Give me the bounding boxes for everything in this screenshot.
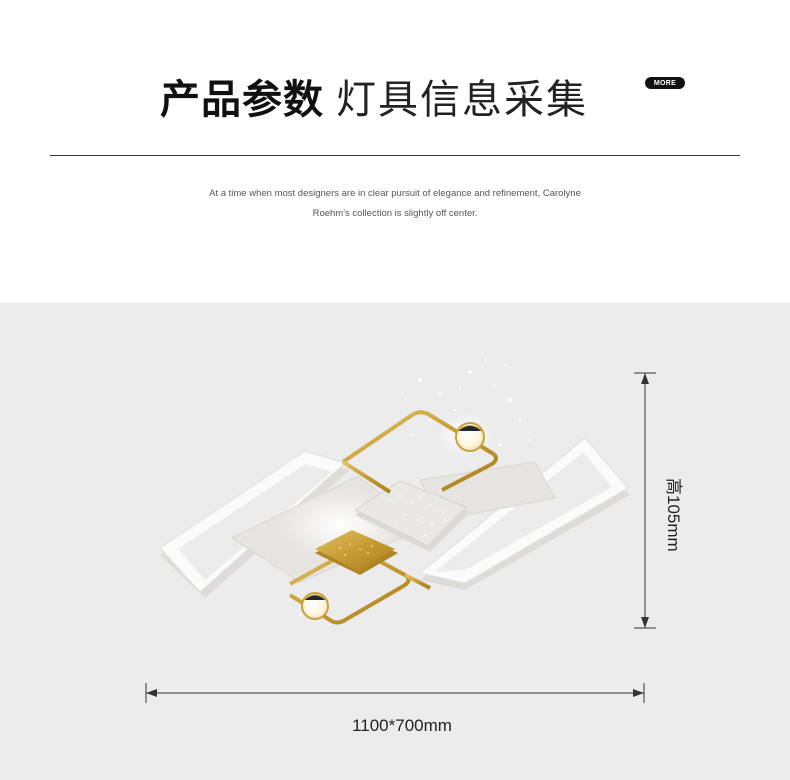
description-line-1: At a time when most designers are in cle…	[209, 188, 581, 199]
height-label: 高105mm	[664, 478, 683, 552]
sparkles	[288, 358, 532, 627]
product-drawing: 高105mm 1100*700mm	[145, 358, 683, 735]
right-frame	[418, 437, 630, 590]
size-label: 1100*700mm	[352, 716, 452, 735]
top-bulb	[455, 422, 485, 452]
width-dimension	[145, 683, 645, 703]
title-bold: 产品参数	[160, 77, 324, 123]
height-dimension	[634, 372, 656, 629]
title-divider	[50, 155, 740, 156]
bottom-bulb	[301, 592, 329, 620]
description-line-2: Roehm's collection is slightly off cente…	[312, 208, 478, 219]
more-button[interactable]: MORE	[645, 77, 685, 89]
header-section: 产品参数 灯具信息采集 MORE At a time when most des…	[0, 0, 790, 303]
description-text: At a time when most designers are in cle…	[150, 184, 640, 224]
title-light: 灯具信息采集	[336, 77, 588, 123]
page-title: 产品参数 灯具信息采集	[160, 66, 588, 126]
center-plate	[353, 480, 470, 552]
gold-plate	[315, 530, 398, 575]
